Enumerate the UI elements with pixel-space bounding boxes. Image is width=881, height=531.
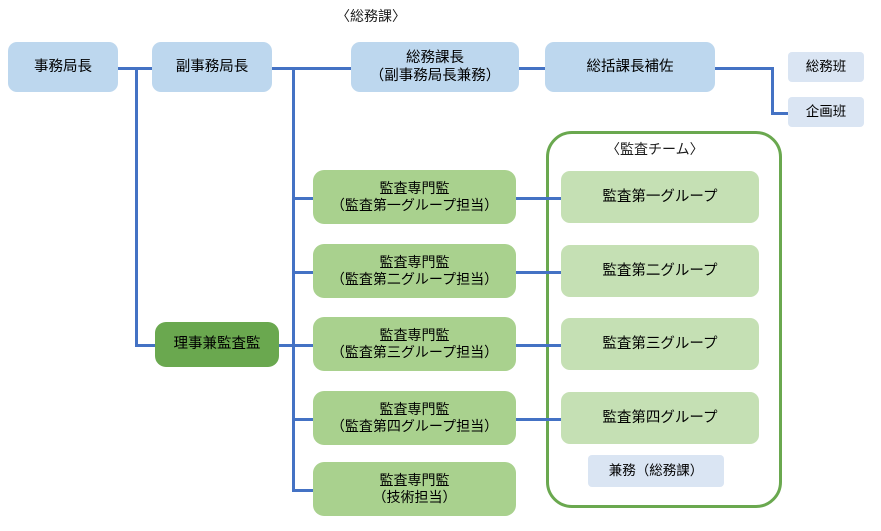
connector-main-trunk	[292, 67, 295, 490]
connector-trunk-to-senmonkan-2	[292, 271, 314, 274]
node-senmonkan-group3[interactable]: 監査専門監 （監査第三グループ担当）	[313, 317, 516, 371]
node-kansa-group-2[interactable]: 監査第二グループ	[561, 245, 759, 297]
node-soumu-han[interactable]: 総務班	[788, 52, 864, 82]
node-senmonkan-group4[interactable]: 監査専門監 （監査第四グループ担当）	[313, 391, 516, 445]
connector-trunk-to-senmonkan-gijutsu	[292, 489, 314, 492]
node-senmonkan-gijutsu[interactable]: 監査専門監 （技術担当）	[313, 462, 516, 516]
connector-to-kikaku-han	[771, 112, 789, 115]
node-soumu-kacho[interactable]: 総務課長 （副事務局長兼務）	[351, 42, 519, 92]
kansa-team-container	[546, 131, 782, 508]
connector-soumukacho-to-soukatsu	[518, 67, 546, 70]
connector-trunk-to-senmonkan-3	[292, 344, 314, 347]
connector-senmonkan3-to-group3	[515, 344, 575, 347]
connector-trunk-to-senmonkan-1	[292, 197, 314, 200]
connector-fuku-to-soumu-kacho	[270, 67, 352, 70]
connector-soukatsu-stub	[714, 67, 774, 70]
node-senmonkan-group2[interactable]: 監査専門監 （監査第二グループ担当）	[313, 244, 516, 298]
node-kikaku-han[interactable]: 企画班	[788, 97, 864, 127]
node-kansa-group-4[interactable]: 監査第四グループ	[561, 392, 759, 444]
node-fuku-jimu-kyokucho[interactable]: 副事務局長	[152, 42, 272, 92]
caption-kansa-team: 〈監査チーム〉	[606, 141, 704, 157]
node-riji-ken-kansakan[interactable]: 理事兼監査監	[155, 322, 279, 367]
connector-senmonkan4-to-group4	[515, 418, 575, 421]
connector-senmonkan1-to-group1	[515, 197, 575, 200]
connector-left-trunk	[135, 67, 138, 346]
connector-senmonkan2-to-group2	[515, 271, 575, 274]
node-kansa-group-1[interactable]: 監査第一グループ	[561, 171, 759, 223]
connector-soukatsu-vertical	[771, 67, 774, 115]
node-kansa-group-3[interactable]: 監査第三グループ	[561, 318, 759, 370]
node-jimu-kyokucho[interactable]: 事務局長	[8, 42, 118, 92]
node-soukatsu-kacho-hosa[interactable]: 総括課長補佐	[545, 42, 715, 92]
node-senmonkan-group1[interactable]: 監査専門監 （監査第一グループ担当）	[313, 170, 516, 224]
caption-soumu-ka: 〈総務課〉	[336, 8, 406, 24]
connector-trunk-to-senmonkan-4	[292, 418, 314, 421]
node-kenmu-soumuka[interactable]: 兼務（総務課）	[588, 455, 724, 487]
connector-trunk-to-riji	[135, 344, 155, 347]
